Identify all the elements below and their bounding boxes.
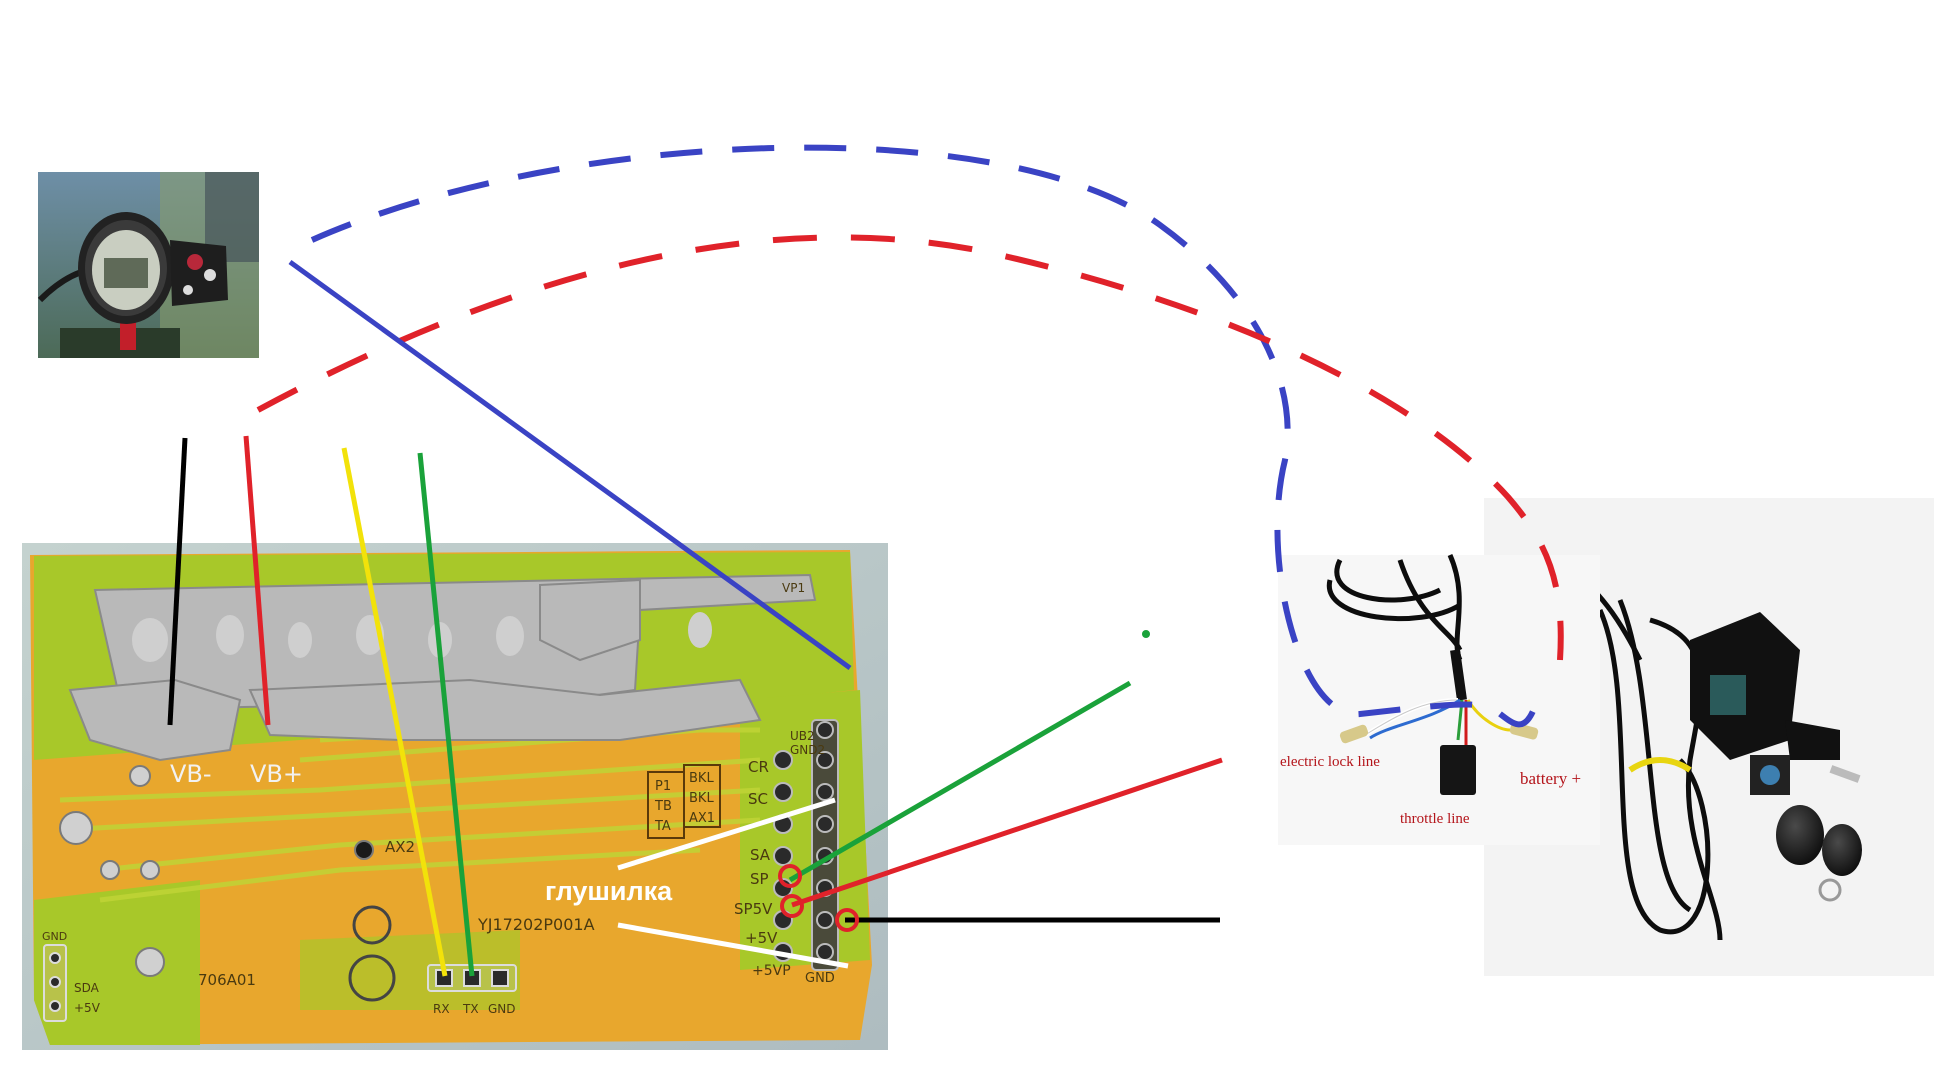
muffler-annotation: глушилка	[545, 876, 673, 906]
pcb-label-ub2: UB2	[790, 729, 815, 743]
battery-plus-label: battery +	[1520, 769, 1581, 788]
pcb-code: 706A01	[198, 971, 256, 989]
pcb-label-plus5vp: +5VP	[752, 963, 791, 979]
red-wire-vb-plus	[243, 435, 271, 726]
pcb-label-gnd: GND	[805, 971, 835, 986]
pcb-label-gnd-uart: GND	[488, 1002, 516, 1016]
muffler-pointer-upper	[617, 797, 836, 871]
red-wire-sp5v	[791, 757, 1223, 908]
pcb-label-vb-plus: VB+	[250, 760, 303, 788]
muffler-pointer-lower	[617, 922, 849, 969]
pcb-label-p1: P1	[655, 779, 671, 794]
throttle-line-label: throttle line	[1400, 811, 1470, 827]
pcb-label-gnd-left: GND	[42, 930, 67, 943]
pcb-label-plus5v: +5V	[745, 929, 778, 947]
wire-harness-photo: electric lock line throttle line battery…	[1278, 553, 1600, 845]
pcb-label-tx: TX	[462, 1002, 479, 1016]
pcb-label-ax1: AX1	[689, 811, 715, 826]
green-dot	[1142, 630, 1150, 638]
pcb-label-ax2: AX2	[385, 838, 415, 856]
pcb-label-tb: TB	[654, 799, 672, 814]
pcb-label-sda: SDA	[74, 981, 100, 995]
green-wire-tx	[417, 452, 475, 977]
pcb-label-bkl-2: BKL	[689, 791, 714, 806]
pcb-label-sp5v: SP5V	[734, 900, 773, 918]
blue-dashed-wire-lock	[310, 144, 1543, 728]
blue-solid-wire	[288, 259, 852, 671]
red-dashed-wire-battery	[256, 234, 1564, 661]
pcb-label-sa: SA	[750, 846, 771, 864]
green-wire-sp	[788, 680, 1132, 883]
gnd-pad-marker	[835, 908, 859, 932]
pcb-label-vp1: VP1	[782, 581, 805, 595]
pcb-label-ta: TA	[654, 819, 671, 834]
dashboard-display-photo	[37, 172, 259, 358]
pcb-model-number: YJ17202P001A	[477, 915, 595, 934]
pcb-label-plus5v-left: +5V	[74, 1001, 101, 1015]
black-wire-vb-minus	[167, 437, 188, 726]
yellow-wire-rx	[341, 447, 448, 977]
pcb-label-sp: SP	[750, 870, 769, 888]
sp-pad-marker	[778, 864, 802, 888]
sp5v-pad-marker	[780, 894, 804, 918]
pcb-label-rx: RX	[433, 1002, 450, 1016]
pcb-label-gnd2: GND2	[790, 743, 825, 757]
pad-markers	[778, 864, 859, 932]
pcb-label-vb-minus: VB-	[170, 760, 212, 788]
controller-pcb-photo: VB- VB+ VP1 UB2 GND2 CR SC SA SP SP5V +5…	[22, 543, 888, 1050]
pcb-label-cr: CR	[748, 758, 769, 776]
electric-lock-line-label: electric lock line	[1280, 754, 1380, 770]
pcb-label-bkl-1: BKL	[689, 771, 714, 786]
pcb-label-sc: SC	[748, 790, 768, 808]
